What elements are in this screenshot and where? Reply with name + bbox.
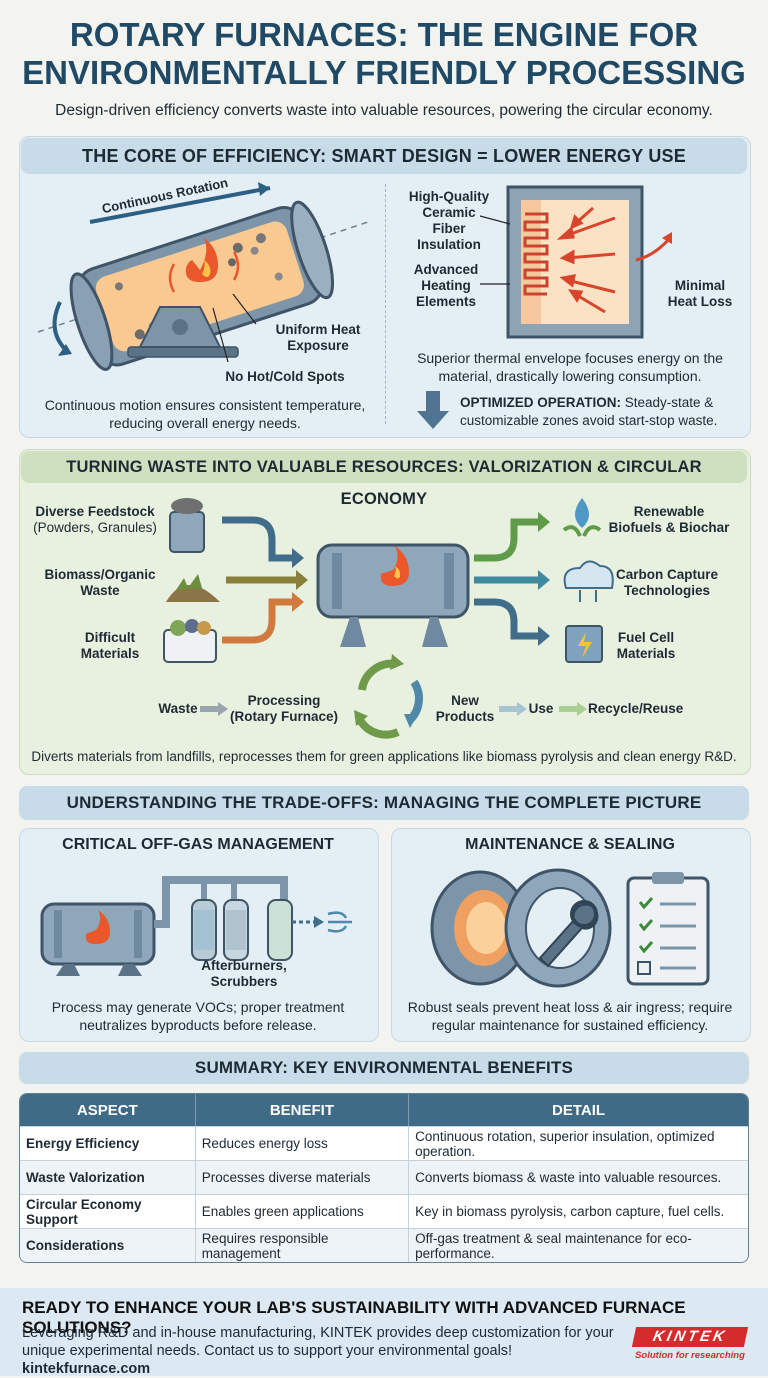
maintenance-caption: Robust seals prevent heat loss & air ing… bbox=[407, 999, 733, 1033]
detail-cell: Continuous rotation, superior insulation… bbox=[409, 1126, 748, 1160]
valorization-caption: Diverts materials from landfills, reproc… bbox=[31, 749, 737, 764]
footer-heading: READY TO ENHANCE YOUR LAB'S SUSTAINABILI… bbox=[22, 1298, 686, 1337]
efficiency-right-caption: Superior thermal envelope focuses energy… bbox=[417, 350, 723, 384]
flow-arrow-icon bbox=[200, 702, 228, 716]
maintenance-illustration bbox=[430, 868, 710, 988]
column-header: BENEFIT bbox=[195, 1094, 410, 1126]
optimized-operation-note: OPTIMIZED OPERATION: Steady-state & cust… bbox=[460, 395, 718, 428]
table-row: Circular Economy Support Enables green a… bbox=[20, 1194, 748, 1228]
offgas-system-illustration bbox=[40, 876, 352, 976]
detail-cell: Converts biomass & waste into valuable r… bbox=[409, 1160, 748, 1194]
benefit-cell: Enables green applications bbox=[195, 1194, 410, 1228]
logo-tagline: Solution for researching bbox=[635, 1350, 745, 1361]
benefit-cell: Processes diverse materials bbox=[195, 1160, 410, 1194]
website-link[interactable]: kintekfurnace.com bbox=[22, 1361, 151, 1377]
no-spots-label: No Hot/Cold Spots bbox=[225, 369, 345, 384]
aspect-cell: Considerations bbox=[20, 1228, 196, 1262]
detail-cell: Off-gas treatment & seal maintenance for… bbox=[409, 1228, 748, 1262]
valorization-header: TURNING WASTE INTO VALUABLE RESOURCES: V… bbox=[21, 451, 747, 508]
column-header: DETAIL bbox=[409, 1094, 748, 1126]
benefit-cell: Reduces energy loss bbox=[195, 1126, 410, 1160]
insulation-illustration bbox=[506, 185, 644, 339]
benefit-cell: Requires responsible management bbox=[195, 1228, 410, 1262]
summary-header: SUMMARY: KEY ENVIRONMENTAL BENEFITS bbox=[19, 1052, 749, 1084]
aspect-cell: Energy Efficiency bbox=[20, 1126, 196, 1160]
summary-table: ASPECT BENEFIT DETAIL Energy Efficiency … bbox=[19, 1093, 749, 1263]
rotary-drum-illustration bbox=[37, 182, 369, 371]
leaf-drop-icon bbox=[562, 498, 602, 537]
offgas-caption: Process may generate VOCs; proper treatm… bbox=[51, 999, 345, 1033]
valorization-panel bbox=[19, 449, 751, 775]
table-row: Energy Efficiency Reduces energy loss Co… bbox=[20, 1126, 748, 1160]
section-divider bbox=[385, 184, 386, 424]
tradeoffs-header: UNDERSTANDING THE TRADE-OFFS: MANAGING T… bbox=[19, 786, 749, 820]
fuel-cell-icon bbox=[565, 625, 603, 663]
table-header-row: ASPECT BENEFIT DETAIL bbox=[20, 1094, 748, 1126]
page-subtitle: Design-driven efficiency converts waste … bbox=[55, 102, 713, 119]
flow-arrow-icon bbox=[499, 702, 527, 716]
aspect-cell: Waste Valorization bbox=[20, 1160, 196, 1194]
insulation-label: High-Quality Ceramic Fiber Insulation bbox=[408, 189, 490, 252]
heating-elements-label: Advanced Heating Elements bbox=[413, 262, 479, 309]
down-arrow-icon bbox=[417, 391, 449, 429]
valorization-flow-diagram bbox=[163, 498, 614, 663]
efficiency-header: THE CORE OF EFFICIENCY: SMART DESIGN = L… bbox=[21, 138, 747, 174]
maintenance-title: MAINTENANCE & SEALING bbox=[465, 836, 675, 853]
central-furnace-icon bbox=[316, 543, 470, 647]
input-label-feedstock: Diverse Feedstock(Powders, Granules) bbox=[33, 504, 157, 535]
cloud-capture-icon bbox=[563, 560, 614, 602]
footer-text: Leveraging R&D and in-house manufacturin… bbox=[22, 1325, 614, 1377]
detail-cell: Key in biomass pyrolysis, carbon capture… bbox=[409, 1194, 748, 1228]
label-leaders bbox=[480, 215, 510, 285]
flow-recycle: Recycle/Reuse bbox=[588, 701, 684, 716]
flow-use: Use bbox=[528, 701, 554, 716]
heat-loss-label: Minimal Heat Loss bbox=[667, 278, 733, 309]
heat-loss-arrow-icon bbox=[635, 232, 672, 262]
column-header: ASPECT bbox=[20, 1094, 196, 1126]
circular-economy-icon bbox=[354, 654, 423, 739]
materials-tray-icon bbox=[163, 619, 217, 663]
table-row: Waste Valorization Processes diverse mat… bbox=[20, 1160, 748, 1194]
efficiency-left-caption: Continuous motion ensures consistent tem… bbox=[44, 397, 366, 431]
offgas-title: CRITICAL OFF-GAS MANAGEMENT bbox=[62, 836, 334, 853]
flow-arrow-icon bbox=[559, 702, 587, 716]
aspect-cell: Circular Economy Support bbox=[20, 1194, 196, 1228]
table-row: Considerations Requires responsible mana… bbox=[20, 1228, 748, 1262]
page-title: ROTARY FURNACES: THE ENGINE FOR ENVIRONM… bbox=[22, 16, 746, 91]
kintek-logo: KINTEK bbox=[631, 1327, 749, 1347]
uniform-heat-label: Uniform Heat Exposure bbox=[275, 322, 361, 353]
offgas-equipment-label: Afterburners,Scrubbers bbox=[201, 958, 287, 989]
flow-waste: Waste bbox=[158, 701, 198, 716]
feedstock-bin-icon bbox=[169, 498, 205, 553]
flow-processing: Processing(Rotary Furnace) bbox=[229, 693, 339, 724]
biomass-pile-icon bbox=[166, 574, 220, 602]
